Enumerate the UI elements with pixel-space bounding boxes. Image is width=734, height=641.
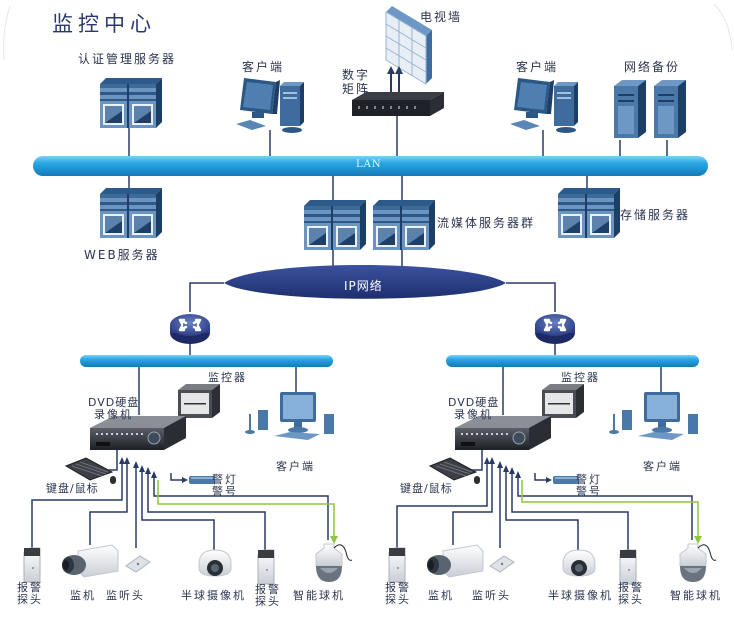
lan-upper-links — [128, 116, 668, 268]
dvr-label-line1: DVD硬盘 — [448, 396, 500, 409]
web-server-label: WEB服务器 — [84, 248, 160, 262]
page-title: 监控中心 — [52, 12, 156, 36]
matrix-to-tvwall-arrows — [387, 66, 403, 92]
lan-label: LAN — [356, 159, 382, 170]
auth-server-icon — [100, 78, 162, 128]
router-icon — [168, 312, 212, 346]
dvr-label-line1: DVD硬盘 — [88, 396, 140, 409]
keyboard-mouse-label: 键盘/鼠标 — [46, 482, 99, 495]
router-icon — [533, 312, 577, 346]
device-label: 监机 — [70, 589, 96, 602]
site-2 — [388, 367, 717, 585]
site-client-pc-icon — [608, 391, 699, 441]
speed-dome-camera-icon — [315, 543, 353, 583]
client-pc-icon — [510, 78, 578, 133]
device-label: 智能球机 — [293, 589, 345, 602]
alarm-sensor-icon — [23, 547, 41, 583]
backup-label: 网络备份 — [624, 60, 681, 74]
device-label: 报警 — [17, 581, 43, 594]
streaming-servers-label: 流媒体服务器群 — [437, 216, 536, 230]
decorative-arc — [713, 3, 733, 51]
alarm-sensor-icon — [388, 547, 406, 583]
device-label: 探头 — [255, 595, 281, 608]
alarm-light-label-line1: 警灯 — [212, 473, 238, 486]
device-label: 智能球机 — [670, 589, 722, 602]
dvr-label-line2: 录像机 — [94, 408, 133, 421]
alarm-sensor-icon — [619, 549, 637, 585]
monitor-label: 监控器 — [208, 371, 247, 384]
microphone-pickup-icon — [125, 555, 151, 573]
device-label: 报警 — [385, 581, 411, 594]
device-label: 探头 — [17, 593, 43, 606]
ip-network-label: IP网络 — [344, 279, 383, 293]
matrix-label-line1: 数字 — [342, 68, 371, 82]
streaming-server-icon — [304, 200, 366, 250]
monitor-icon — [542, 384, 584, 418]
device-label: 探头 — [385, 593, 411, 606]
backup-server-icon — [654, 80, 686, 138]
box-camera-icon — [426, 544, 484, 578]
auth-server-label: 认证管理服务器 — [78, 52, 177, 66]
monitor-icon — [178, 384, 220, 418]
storage-server-label: 存储服务器 — [620, 208, 691, 222]
site-client-pc-icon — [244, 391, 335, 441]
monitor-label: 监控器 — [561, 371, 600, 384]
lan-bus — [33, 156, 708, 176]
storage-server-icon — [558, 188, 620, 238]
decorative-arc — [3, 5, 11, 61]
tv-wall-icon — [385, 6, 432, 85]
microphone-pickup-icon — [489, 555, 515, 573]
device-label: 探头 — [618, 593, 644, 606]
device-label: 监听头 — [106, 589, 145, 602]
streaming-server-icon — [373, 200, 435, 250]
web-server-icon — [100, 188, 162, 238]
site-1 — [23, 367, 353, 585]
box-camera-icon — [61, 544, 119, 578]
device-label: 报警 — [618, 581, 644, 594]
dome-camera-icon — [562, 549, 596, 577]
device-label: 监听头 — [472, 589, 511, 602]
keyboard-mouse-label: 键盘/鼠标 — [400, 482, 453, 495]
site-bus — [80, 355, 333, 367]
client-label: 客户端 — [643, 460, 682, 473]
alarm-light-label-line2: 警号 — [576, 485, 602, 498]
device-label: 半球摄像机 — [181, 589, 246, 602]
speed-dome-camera-icon — [679, 543, 717, 583]
client-label: 客户端 — [276, 460, 315, 473]
tv-wall-label: 电视墙 — [420, 10, 463, 24]
alarm-light-label-line1: 警灯 — [576, 473, 602, 486]
keyboard-mouse-icon — [65, 457, 117, 485]
keyboard-mouse-icon — [429, 457, 481, 485]
client-left-label: 客户端 — [242, 60, 285, 74]
site-bus — [446, 355, 699, 367]
client-right-label: 客户端 — [516, 60, 559, 74]
device-label: 报警 — [255, 583, 281, 596]
dvr-label-line2: 录像机 — [454, 408, 493, 421]
backup-server-icon — [614, 80, 646, 138]
alarm-light-label-line2: 警号 — [212, 485, 238, 498]
matrix-label-line2: 矩阵 — [342, 82, 371, 96]
dome-camera-icon — [198, 549, 232, 577]
ip-network-cloud — [224, 264, 506, 299]
client-pc-icon — [236, 78, 304, 133]
device-label: 半球摄像机 — [548, 589, 613, 602]
device-label: 监机 — [428, 589, 454, 602]
digital-matrix-icon — [352, 92, 444, 116]
alarm-sensor-icon — [257, 549, 275, 585]
